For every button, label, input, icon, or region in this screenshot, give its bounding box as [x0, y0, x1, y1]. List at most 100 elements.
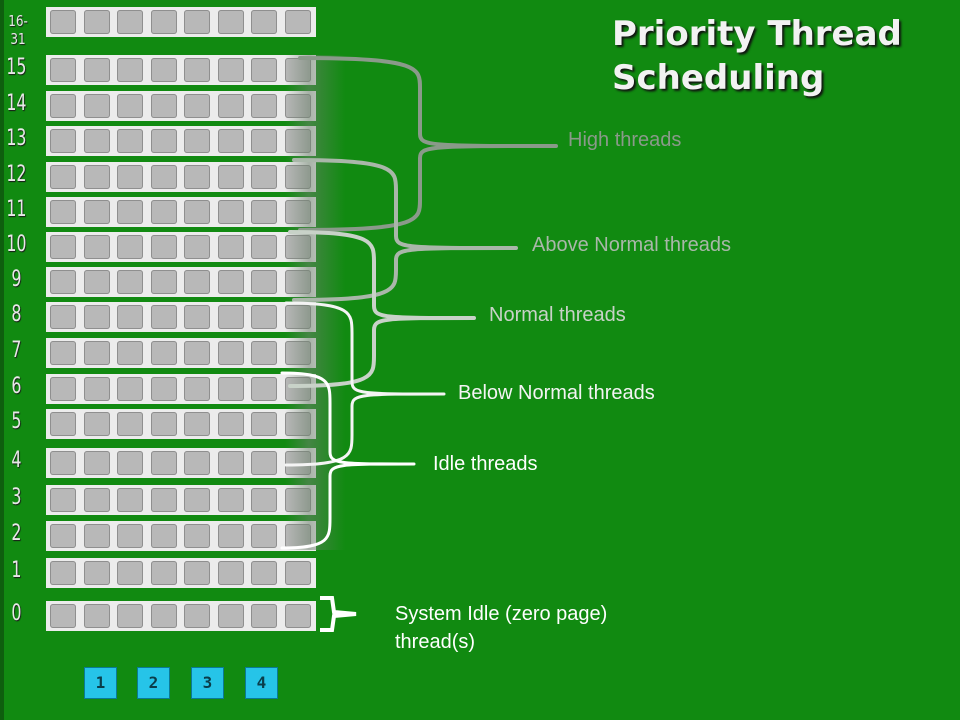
priority-label-7: 7 — [11, 338, 22, 363]
bracket-idle — [280, 371, 416, 550]
thread-slot — [50, 524, 76, 548]
priority-queue-1 — [46, 558, 316, 588]
label-above-normal-threads: Above Normal threads — [532, 234, 731, 256]
thread-slot — [184, 235, 210, 259]
thread-slot — [184, 377, 210, 401]
label-system-idle: System Idle (zero page) thread(s) — [395, 603, 608, 653]
thread-slot — [50, 412, 76, 436]
thread-slot — [50, 377, 76, 401]
thread-slot — [83, 235, 110, 259]
thread-slot — [83, 451, 110, 475]
priority-label-9: 9 — [11, 267, 22, 292]
thread-slot — [50, 604, 76, 628]
thread-slot — [217, 129, 244, 153]
priority-label-12: 12 — [6, 162, 27, 187]
priority-label-13: 13 — [6, 126, 27, 151]
thread-slot — [150, 129, 177, 153]
thread-slot — [217, 305, 244, 329]
thread-slot — [184, 412, 210, 436]
thread-slot — [117, 270, 143, 294]
thread-slot — [284, 561, 311, 585]
thread-slot — [217, 58, 244, 82]
thread-slot — [150, 412, 177, 436]
priority-label-14: 14 — [6, 91, 27, 116]
processor-1: 1 — [84, 667, 117, 699]
thread-slot — [217, 94, 244, 118]
priority-label-8: 8 — [11, 302, 22, 327]
thread-slot — [251, 377, 277, 401]
label-normal-threads: Normal threads — [489, 304, 626, 326]
thread-slot — [50, 165, 76, 189]
thread-slot — [50, 58, 76, 82]
thread-slot — [150, 235, 177, 259]
thread-slot — [50, 305, 76, 329]
thread-slot — [83, 270, 110, 294]
processor-4: 4 — [245, 667, 278, 699]
thread-slot — [150, 200, 177, 224]
thread-slot — [184, 58, 210, 82]
thread-slot — [217, 561, 244, 585]
priority-label-2: 2 — [11, 521, 22, 546]
thread-slot — [251, 604, 277, 628]
thread-slot — [117, 377, 143, 401]
priority-label-4: 4 — [11, 448, 22, 473]
thread-slot — [117, 341, 143, 365]
thread-slot — [83, 58, 110, 82]
thread-slot — [217, 377, 244, 401]
thread-slot — [83, 165, 110, 189]
thread-slot — [217, 604, 244, 628]
thread-slot — [251, 305, 277, 329]
thread-slot — [50, 270, 76, 294]
thread-slot — [251, 200, 277, 224]
thread-slot — [50, 10, 76, 34]
priority-label-0: 0 — [11, 601, 22, 626]
thread-slot — [217, 235, 244, 259]
thread-slot — [251, 341, 277, 365]
thread-slot — [117, 305, 143, 329]
priority-queue-0 — [46, 601, 316, 631]
thread-slot — [117, 235, 143, 259]
thread-slot — [251, 270, 277, 294]
thread-slot — [117, 200, 143, 224]
thread-slot — [184, 200, 210, 224]
thread-slot — [184, 129, 210, 153]
thread-slot — [117, 488, 143, 512]
thread-slot — [251, 488, 277, 512]
slide-title: Priority Thread Scheduling — [612, 14, 902, 98]
thread-slot — [217, 270, 244, 294]
thread-slot — [117, 524, 143, 548]
thread-slot — [117, 604, 143, 628]
label-high-threads: High threads — [568, 129, 682, 151]
thread-slot — [150, 165, 177, 189]
bracket-below-normal — [284, 301, 446, 467]
priority-queue-2 — [46, 521, 316, 551]
thread-slot — [50, 94, 76, 118]
thread-slot — [83, 10, 110, 34]
thread-slot — [83, 200, 110, 224]
thread-slot — [83, 604, 110, 628]
thread-slot — [284, 10, 311, 34]
thread-slot — [117, 94, 143, 118]
thread-slot — [251, 524, 277, 548]
label-idle-threads: Idle threads — [433, 453, 538, 475]
priority-queue-15 — [46, 55, 316, 85]
thread-slot — [150, 10, 177, 34]
thread-slot — [217, 412, 244, 436]
priority-queue-7 — [46, 338, 316, 368]
thread-slot — [117, 129, 143, 153]
thread-slot — [83, 561, 110, 585]
thread-slot — [217, 524, 244, 548]
thread-slot — [184, 488, 210, 512]
thread-slot — [251, 94, 277, 118]
thread-slot — [150, 451, 177, 475]
priority-label-5: 5 — [11, 409, 22, 434]
thread-slot — [251, 165, 277, 189]
bracket-normal — [288, 230, 476, 388]
thread-slot — [150, 488, 177, 512]
thread-slot — [150, 58, 177, 82]
thread-slot — [50, 561, 76, 585]
thread-slot — [83, 377, 110, 401]
thread-slot — [83, 412, 110, 436]
thread-slot — [184, 165, 210, 189]
thread-slot — [217, 488, 244, 512]
